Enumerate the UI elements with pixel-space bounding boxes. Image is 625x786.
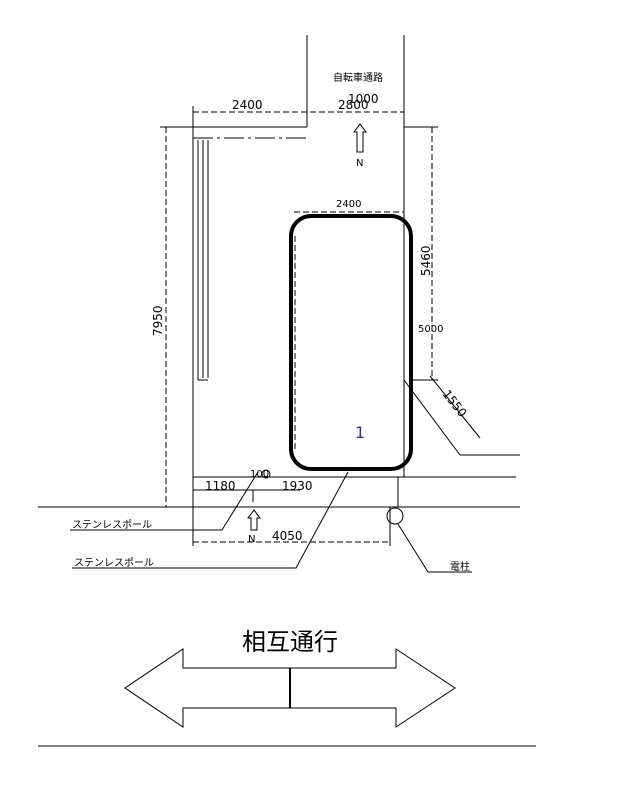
dim-pole-mark: 100 (250, 469, 269, 480)
dim-bottom-left: 1180 (205, 479, 236, 493)
dim-space-length: 5000 (418, 324, 443, 335)
dim-top-overlap: 1000 (348, 92, 379, 106)
dim-diagonal: 1550 (440, 387, 470, 420)
dim-right-height: 5460 (419, 245, 433, 276)
utility-pole-icon (386, 507, 404, 525)
dim-line-diagonal (429, 375, 481, 439)
stainless-pole-marker (261, 469, 271, 479)
north-arrow-icon (247, 509, 261, 531)
dim-left-height: 7950 (151, 305, 165, 336)
mutual-traffic-label: 相互通行 (242, 628, 338, 656)
label-stainless-pole-2: ステンレスポール (74, 557, 154, 569)
diagonal-boundary (403, 379, 461, 456)
bicycle-path-label: 自転車通路 (333, 71, 383, 84)
dim-top-left: 2400 (232, 98, 263, 112)
dim-top-right: 2800 (338, 98, 369, 112)
dim-bottom-total: 4050 (272, 529, 303, 543)
label-utility-pole: 電柱 (450, 560, 470, 573)
space-number: 1 (355, 423, 365, 442)
leader-stainless-pole-2 (72, 471, 349, 569)
leader-utility-pole (397, 523, 472, 573)
north-label-top: N (356, 158, 363, 169)
label-stainless-pole-1: ステンレスポール (72, 519, 152, 531)
dim-bottom-mid: 1930 (282, 479, 313, 493)
north-arrow-icon (353, 123, 367, 153)
parking-space-1 (289, 214, 413, 471)
leader-stainless-pole-1 (70, 471, 259, 531)
dim-space-width: 2400 (336, 199, 361, 210)
north-label-bottom: N (248, 534, 255, 545)
